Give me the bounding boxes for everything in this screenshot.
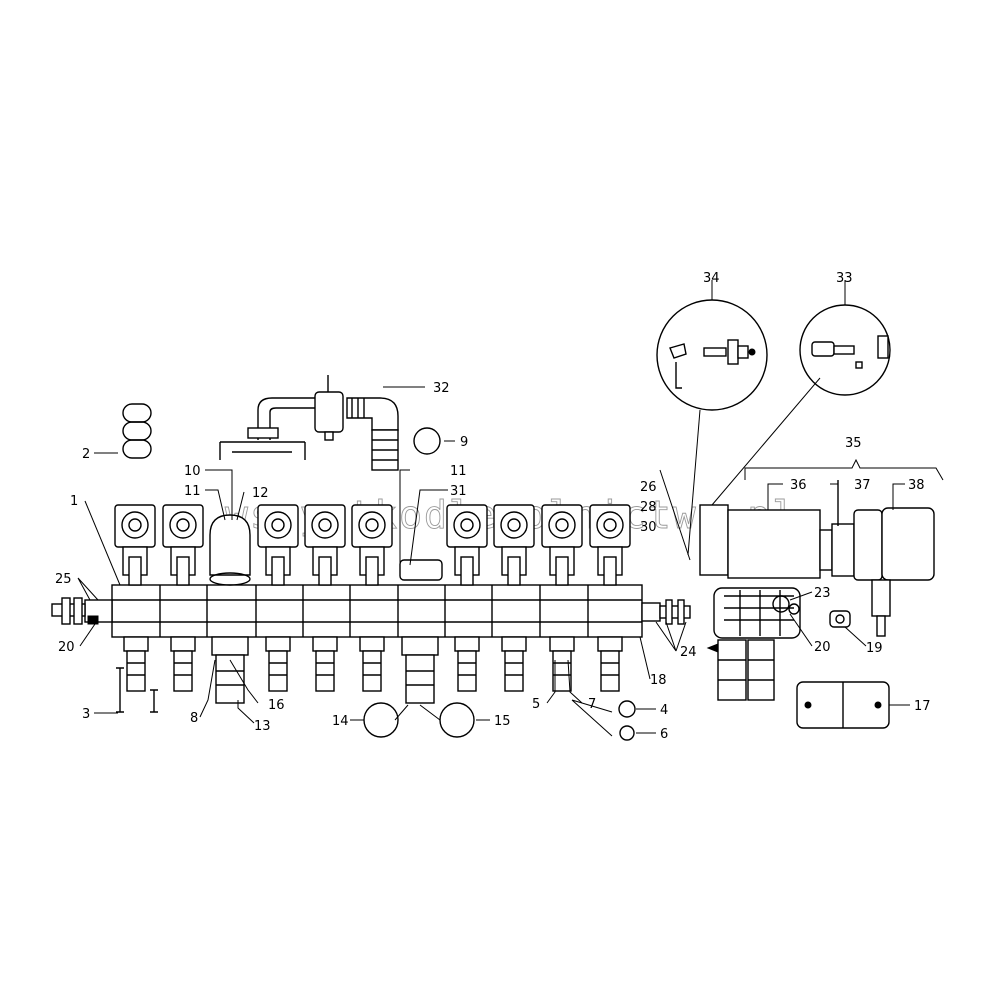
label-4: 4 <box>660 703 668 718</box>
valve-1 <box>114 504 156 586</box>
valve-10 <box>541 504 583 586</box>
part-3-screws <box>116 667 158 713</box>
label-24: 24 <box>680 645 697 660</box>
part-19-nut <box>829 610 851 628</box>
label-11-right: 11 <box>450 464 467 479</box>
part-17-double-gasket <box>796 681 890 729</box>
part-32-elbow-assembly <box>219 375 399 471</box>
label-1: 1 <box>70 494 78 509</box>
outlet-row <box>123 636 623 704</box>
outlet-5 <box>312 636 338 692</box>
label-38: 38 <box>908 478 925 493</box>
label-36: 36 <box>790 478 807 493</box>
outlet-7-large <box>401 636 439 704</box>
outlet-8 <box>454 636 480 692</box>
label-6: 6 <box>660 727 668 742</box>
valve-6 <box>351 504 393 586</box>
valve-9 <box>493 504 535 586</box>
label-19: 19 <box>866 641 883 656</box>
label-25: 25 <box>55 572 72 587</box>
outlet-3-large <box>211 636 249 704</box>
label-2: 2 <box>82 447 90 462</box>
part-9-o-ring <box>413 427 441 455</box>
part-15-o-ring <box>439 702 475 738</box>
valve-11 <box>589 504 631 586</box>
label-17: 17 <box>914 699 931 714</box>
label-9: 9 <box>460 435 468 450</box>
label-30: 30 <box>640 520 657 535</box>
leader-lines <box>77 280 910 737</box>
outlet-9 <box>501 636 527 692</box>
label-33: 33 <box>836 271 853 286</box>
valve-4 <box>257 504 299 586</box>
detail-33-circle <box>799 304 891 396</box>
valve-5 <box>304 504 346 586</box>
label-10: 10 <box>184 464 201 479</box>
outlet-10 <box>549 636 575 692</box>
part-2-triple-gasket <box>122 403 152 459</box>
outlet-2 <box>170 636 196 692</box>
outlet-1 <box>123 636 149 692</box>
label-15: 15 <box>494 714 511 729</box>
part-labels: 1 2 3 4 5 6 7 8 9 10 11 12 13 14 15 16 1… <box>55 271 931 742</box>
label-26: 26 <box>640 480 657 495</box>
label-14: 14 <box>332 714 349 729</box>
left-end-fitting <box>51 597 113 625</box>
label-20-right: 20 <box>814 640 831 655</box>
valve-8 <box>446 504 488 586</box>
label-16: 16 <box>268 698 285 713</box>
valve-row <box>114 504 631 586</box>
detail-34-circle <box>656 299 768 411</box>
part-1-manifold-body <box>111 584 643 638</box>
valve-3-filter <box>209 514 251 586</box>
label-34: 34 <box>703 271 720 286</box>
part-4-o-ring <box>618 700 636 718</box>
label-23: 23 <box>814 586 831 601</box>
valve-7-blank <box>399 559 443 581</box>
label-12: 12 <box>252 486 269 501</box>
label-18: 18 <box>650 673 667 688</box>
motor-valve-assembly <box>699 480 935 701</box>
outlet-6 <box>359 636 385 692</box>
outlet-4 <box>265 636 291 692</box>
valve-2 <box>162 504 204 586</box>
group-35-bracket <box>744 458 944 481</box>
label-28: 28 <box>640 500 657 515</box>
part-6-o-ring <box>619 725 635 741</box>
label-8: 8 <box>190 711 198 726</box>
label-13: 13 <box>254 719 271 734</box>
label-31: 31 <box>450 484 467 499</box>
label-35: 35 <box>845 436 862 451</box>
label-11-left: 11 <box>184 484 201 499</box>
label-32: 32 <box>433 381 450 396</box>
label-7: 7 <box>588 697 596 712</box>
label-5: 5 <box>532 697 540 712</box>
label-37: 37 <box>854 478 871 493</box>
label-20-left: 20 <box>58 640 75 655</box>
label-3: 3 <box>82 707 90 722</box>
right-end-fitting <box>641 599 691 625</box>
outlet-11 <box>597 636 623 692</box>
part-14-o-ring <box>363 702 399 738</box>
